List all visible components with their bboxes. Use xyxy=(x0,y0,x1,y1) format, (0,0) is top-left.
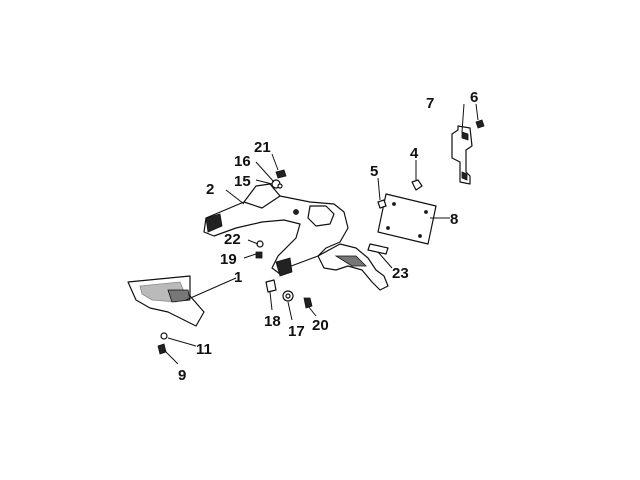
part-2-rear-frame xyxy=(203,183,349,277)
callout-6: 6 xyxy=(470,89,478,106)
callout-4: 4 xyxy=(410,145,419,162)
callout-15: 15 xyxy=(234,173,251,190)
callout-11: 11 xyxy=(196,341,212,358)
callouts: 1 2 4 5 6 7 8 9 11 15 16 17 18 19 20 21 … xyxy=(178,89,478,384)
callout-17: 17 xyxy=(288,323,305,340)
callout-20: 20 xyxy=(312,317,329,334)
leader-lines xyxy=(163,103,479,365)
callout-21: 21 xyxy=(254,139,271,156)
callout-22: 22 xyxy=(224,231,241,248)
callout-18: 18 xyxy=(264,313,281,330)
callout-9: 9 xyxy=(178,367,186,384)
callout-16: 16 xyxy=(234,153,251,170)
callout-23: 23 xyxy=(392,265,409,282)
callout-2: 2 xyxy=(206,181,214,198)
part-mudguard xyxy=(317,243,389,291)
callout-7: 7 xyxy=(426,95,434,112)
hardware xyxy=(157,119,485,355)
part-8-plate xyxy=(377,193,437,245)
callout-5: 5 xyxy=(370,163,378,180)
part-7-bracket xyxy=(451,125,473,185)
callout-8: 8 xyxy=(450,211,458,228)
part-1-plate-holder xyxy=(127,275,205,327)
callout-1: 1 xyxy=(234,269,242,286)
part-23-reflector xyxy=(367,243,389,255)
callout-19: 19 xyxy=(220,251,237,268)
